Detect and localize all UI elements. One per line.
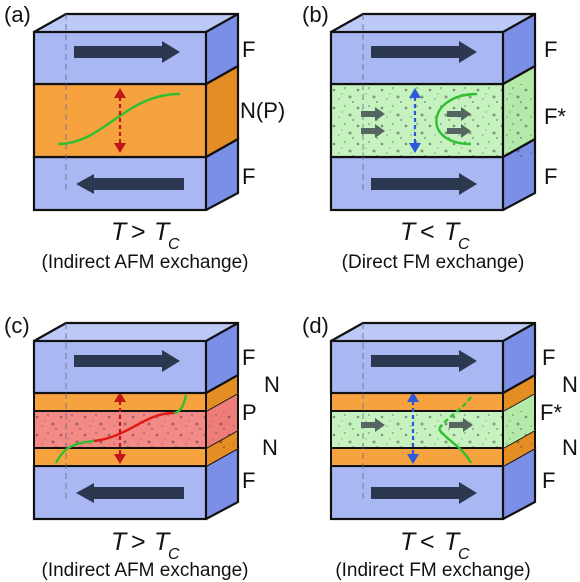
magnetization-arrow-icon [74,350,180,372]
caption-a-subscript: C [168,236,180,253]
magnetization-arrow-icon [361,124,385,138]
caption-d-subscript: C [458,546,470,563]
caption-c-critical: T [154,528,171,556]
caption-c-exchange: (Indirect AFM exchange) [42,560,249,581]
top-ferromagnet-layer [32,12,240,86]
panel-label-b: (b) [302,2,329,27]
caption-b-temperature: T [400,218,417,246]
layer-label-a-middle: N(P) [240,98,285,123]
caption-d-relation: < [420,528,435,556]
caption-d-critical: T [444,528,461,556]
magnetization-arrow-icon [371,482,477,504]
magnetization-arrow-icon [371,173,477,195]
panel-label-a: (a) [4,2,31,27]
layer-label-c-2: N [264,372,280,397]
caption-a: T > T C (Indirect AFM exchange) [42,218,249,273]
caption-c: T > T C (Indirect AFM exchange) [42,528,249,581]
layer-label-d-1: F [542,345,555,370]
panel-a [32,12,240,212]
magnetization-arrow-icon [449,418,473,432]
paramagnet-layer [33,391,239,449]
panel-label-d: (d) [302,313,329,338]
double-headed-arrow-icon [114,88,126,153]
layer-label-b-top: F [544,37,557,62]
bottom-ferromagnet-layer [32,446,240,521]
caption-b-relation: < [420,218,435,246]
magnetization-arrow-icon [371,350,477,372]
magnetization-arrow-icon [361,107,385,121]
caption-c-subscript: C [168,546,180,563]
magnetization-arrow-icon [371,41,477,63]
layer-label-b-middle: F* [544,104,566,129]
magnetization-arrow-icon [447,124,471,138]
induced-ferromagnet-layer [330,391,536,449]
caption-d: T < T C (Indirect FM exchange) [335,528,530,581]
layer-label-d-3: F* [540,400,562,425]
caption-b-subscript: C [458,236,470,253]
magnetization-arrow-icon [76,483,184,503]
caption-a-exchange: (Indirect AFM exchange) [42,252,249,273]
layer-label-a-bottom: F [242,164,255,189]
caption-b: T < T C (Direct FM exchange) [342,218,525,273]
panel-b [329,12,537,212]
layer-label-b-bottom: F [544,164,557,189]
spacer-layer [32,64,240,159]
caption-c-temperature: T [111,528,128,556]
top-ferromagnet-layer [32,321,240,395]
bottom-ferromagnet-layer [329,446,537,521]
magnetization-arrow-icon [447,107,471,121]
magnetization-arrow-icon [76,174,184,194]
caption-c-relation: > [131,528,146,556]
layer-label-c-5: F [242,468,255,493]
layer-label-d-4: N [562,435,578,460]
caption-b-critical: T [444,218,461,246]
double-headed-arrow-icon [114,392,126,464]
magnetization-arrow-icon [361,418,385,432]
layer-label-a-top: F [242,37,255,62]
layer-label-c-4: N [262,435,278,460]
magnetization-arrow-icon [74,41,180,63]
caption-d-exchange: (Indirect FM exchange) [335,560,530,581]
layer-label-c-1: F [242,345,255,370]
caption-b-exchange: (Direct FM exchange) [342,252,525,273]
panel-d [329,321,537,521]
panel-label-c: (c) [4,313,30,338]
layer-label-d-5: F [542,468,555,493]
layer-label-c-3: P [242,400,257,425]
double-headed-arrow-icon [407,392,419,464]
top-ferromagnet-layer [329,12,537,86]
caption-a-relation: > [131,218,146,246]
caption-a-temperature: T [111,218,128,246]
double-headed-arrow-icon [409,88,421,153]
panel-c [32,321,240,521]
layer-label-d-2: N [562,372,578,397]
caption-d-temperature: T [400,528,417,556]
caption-a-critical: T [154,218,171,246]
top-ferromagnet-layer [329,321,537,395]
bottom-ferromagnet-layer [32,137,240,212]
